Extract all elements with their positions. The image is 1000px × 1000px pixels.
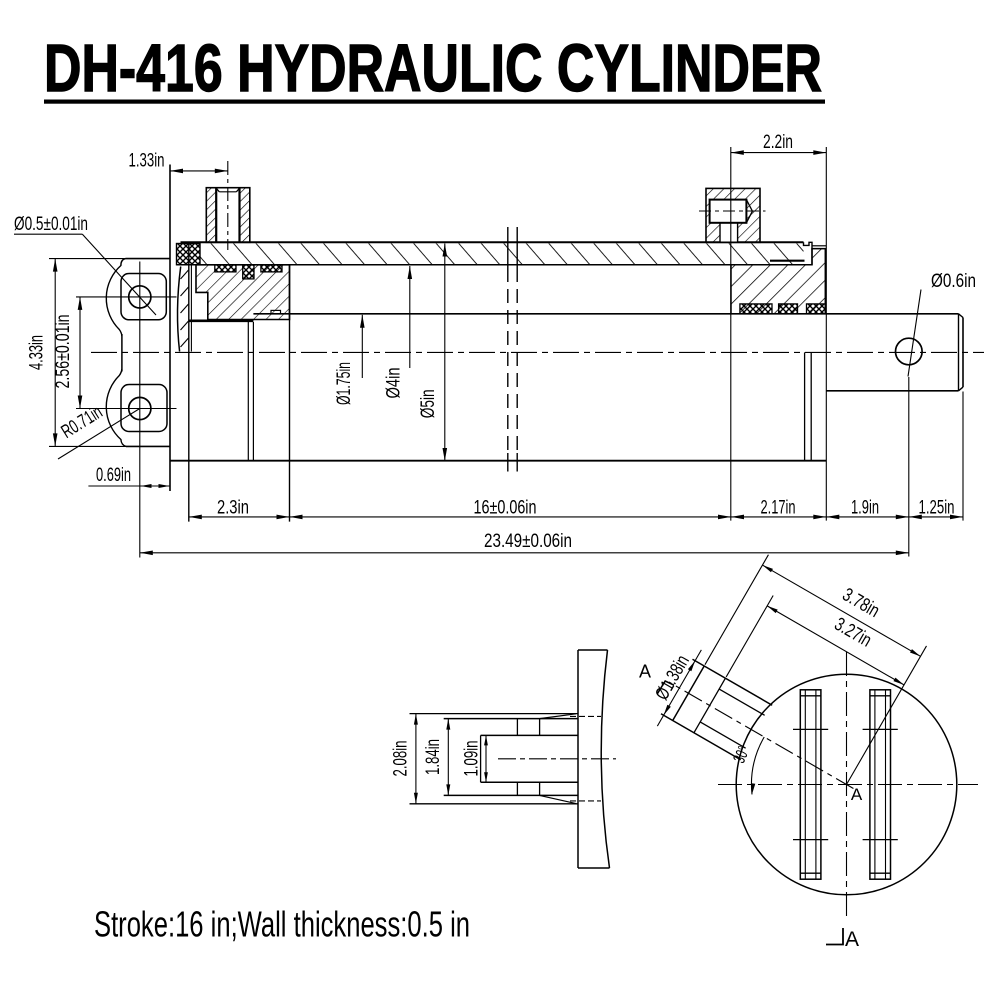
svg-text:A: A [851,785,863,804]
svg-text:2.2in: 2.2in [763,132,793,153]
svg-text:2.56±0.01in: 2.56±0.01in [53,315,74,389]
svg-text:2.17in: 2.17in [761,498,796,519]
svg-text:2.08in: 2.08in [391,741,412,777]
svg-text:1.25in: 1.25in [919,498,955,519]
svg-text:30°: 30° [730,744,754,766]
svg-text:Ø0.6in: Ø0.6in [931,271,976,292]
svg-text:1.84in: 1.84in [423,739,444,775]
svg-text:4.33in: 4.33in [27,335,48,370]
svg-text:Ø0.5±0.01in: Ø0.5±0.01in [14,214,88,235]
svg-text:1.9in: 1.9in [851,498,879,519]
svg-text:16±0.06in: 16±0.06in [474,498,537,519]
svg-text:Ø4in: Ø4in [383,368,404,399]
svg-text:1.33in: 1.33in [129,151,165,172]
svg-text:A: A [845,928,859,951]
svg-text:23.49±0.06in: 23.49±0.06in [484,531,572,552]
svg-text:0.69in: 0.69in [96,465,131,486]
svg-text:2.3in: 2.3in [217,498,249,519]
svg-text:Ø5in: Ø5in [418,389,439,418]
svg-text:1.09in: 1.09in [462,741,483,777]
svg-text:Ø1.75in: Ø1.75in [334,362,355,405]
svg-text:A: A [639,662,651,682]
svg-text:DH-416 HYDRAULIC CYLINDER: DH-416 HYDRAULIC CYLINDER [44,31,822,106]
svg-text:Stroke:16 in;Wall thickness:0.: Stroke:16 in;Wall thickness:0.5 in [94,904,470,945]
